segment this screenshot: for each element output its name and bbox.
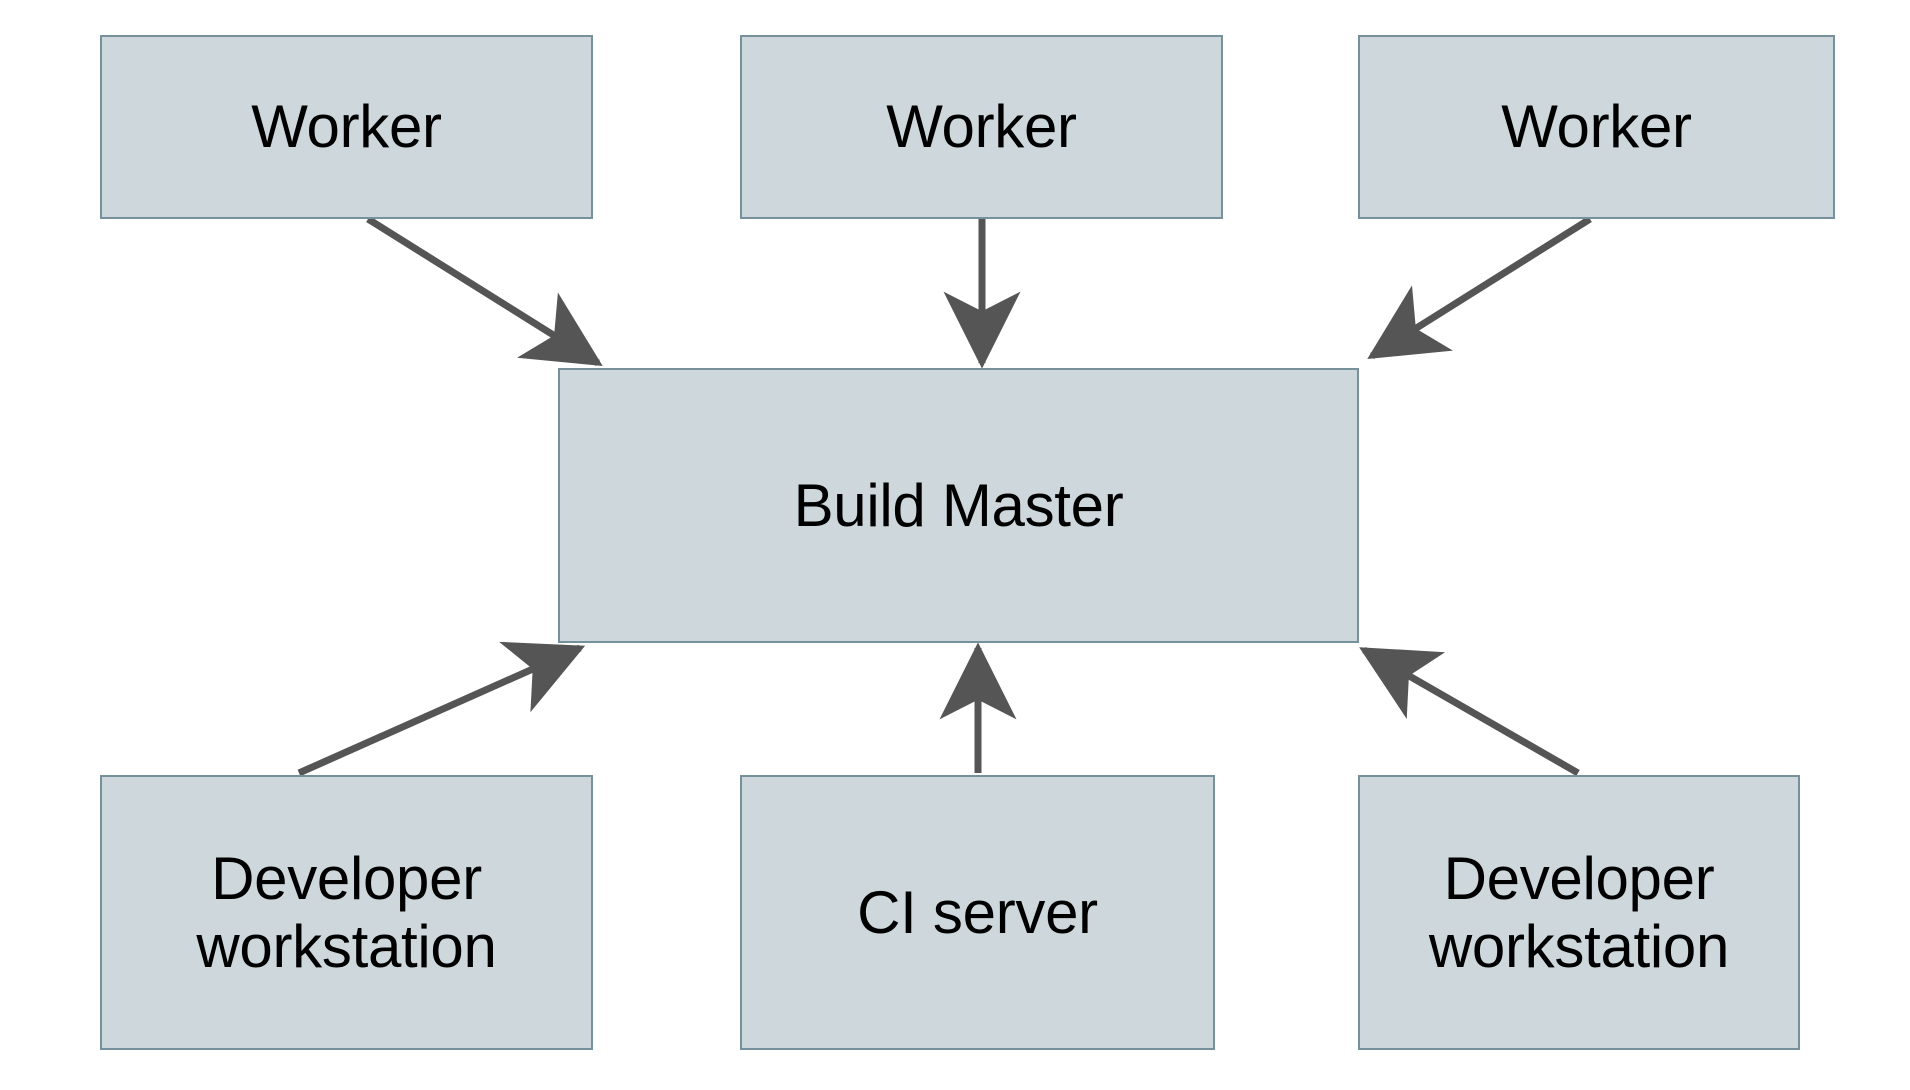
edge-worker-right-to-build-master	[1367, 216, 1592, 359]
node-ci-server[interactable]: CI server	[740, 775, 1215, 1050]
node-worker-right[interactable]: Worker	[1358, 35, 1835, 219]
node-label-dev-left: Developer workstation	[196, 845, 497, 980]
node-label-dev-right: Developer workstation	[1428, 845, 1730, 980]
node-label-build-master: Build Master	[793, 471, 1124, 539]
node-label-ci-server: CI server	[857, 878, 1098, 946]
edge-worker-left-to-build-master	[366, 216, 603, 366]
node-worker-left[interactable]: Worker	[100, 35, 593, 219]
node-dev-left[interactable]: Developer workstation	[100, 775, 593, 1050]
edge-dev-right-to-build-master	[1359, 646, 1580, 777]
node-worker-middle[interactable]: Worker	[740, 35, 1223, 219]
node-label-worker-right: Worker	[1501, 93, 1692, 161]
node-label-worker-left: Worker	[251, 93, 442, 161]
edge-dev-left-to-build-master	[297, 641, 586, 777]
node-dev-right[interactable]: Developer workstation	[1358, 775, 1800, 1050]
node-label-worker-middle: Worker	[886, 93, 1077, 161]
node-build-master[interactable]: Build Master	[558, 368, 1359, 643]
